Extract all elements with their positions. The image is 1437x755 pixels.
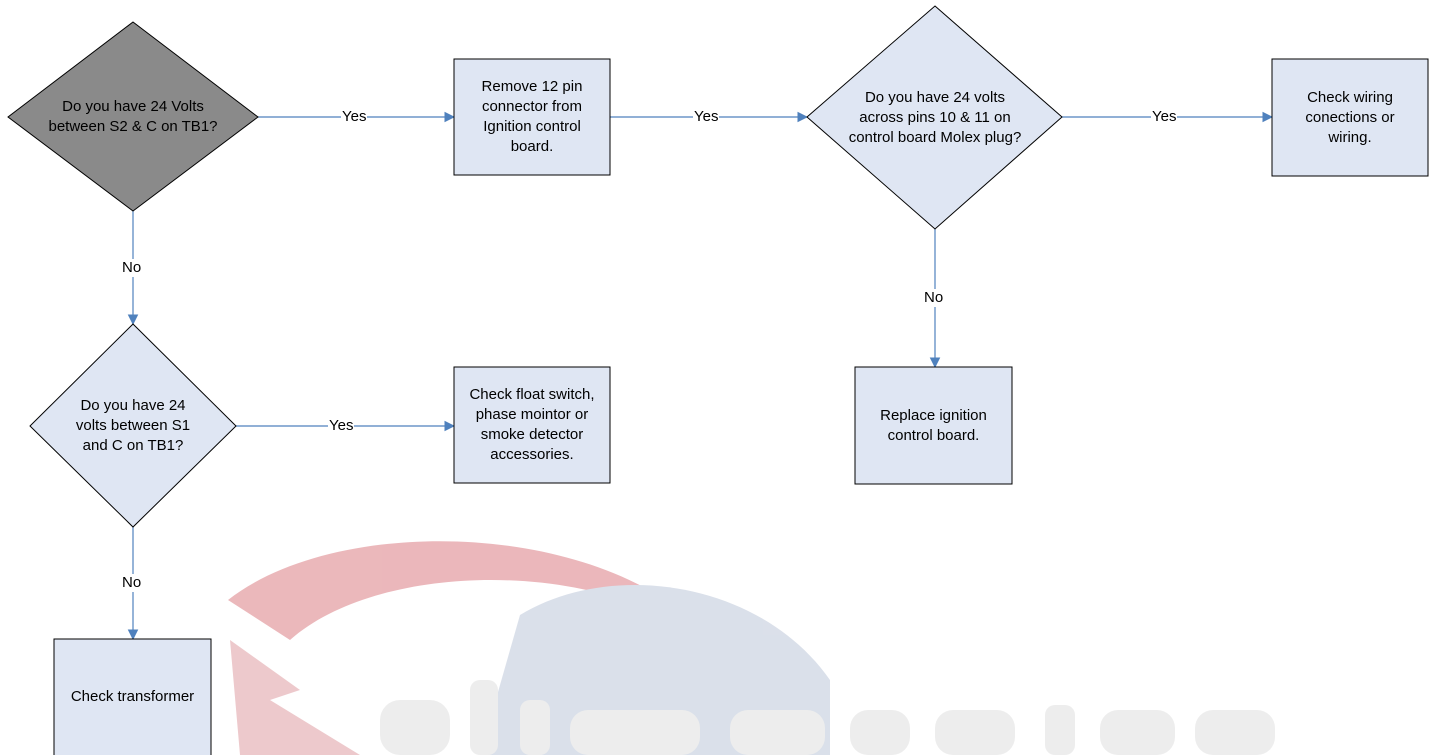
edge-label-no-2: No — [923, 289, 945, 307]
edge-label-yes-4: Yes — [328, 417, 355, 435]
edge-label-no-1: No — [121, 259, 143, 277]
edge-label-yes-1: Yes — [341, 108, 368, 126]
edge-label-no-3: No — [121, 574, 143, 592]
edge-label-yes-2: Yes — [693, 108, 720, 126]
process-check-wiring — [1271, 58, 1429, 177]
decision-s1-c-tb1-text: Do you have 24 volts between S1 and C on… — [75, 397, 191, 454]
decision-s1-c-tb1 — [29, 323, 237, 528]
process-check-float — [453, 366, 611, 484]
process-remove-connector-text: Remove 12 pin connector from Ignition co… — [481, 78, 583, 155]
decision-pins-10-11 — [806, 5, 1063, 230]
process-check-float-text: Check float switch, phase mointor or smo… — [469, 386, 595, 463]
edge-label-yes-3: Yes — [1151, 108, 1178, 126]
process-check-transformer-text: Check transformer — [70, 688, 195, 705]
decision-s2-c-tb1 — [7, 21, 259, 212]
process-check-transformer — [53, 638, 212, 755]
process-remove-connector — [453, 58, 611, 176]
decision-pins-10-11-text: Do you have 24 volts across pins 10 & 11… — [848, 89, 1022, 146]
process-replace-board-text: Replace ignition control board. — [880, 406, 987, 444]
process-check-wiring-text: Check wiring conections or wiring. — [1305, 88, 1395, 146]
company-logo-watermark-icon — [228, 541, 1275, 755]
decision-s2-c-tb1-text: Do you have 24 Volts between S2 & C on T… — [48, 98, 218, 135]
process-replace-board — [854, 366, 1013, 485]
